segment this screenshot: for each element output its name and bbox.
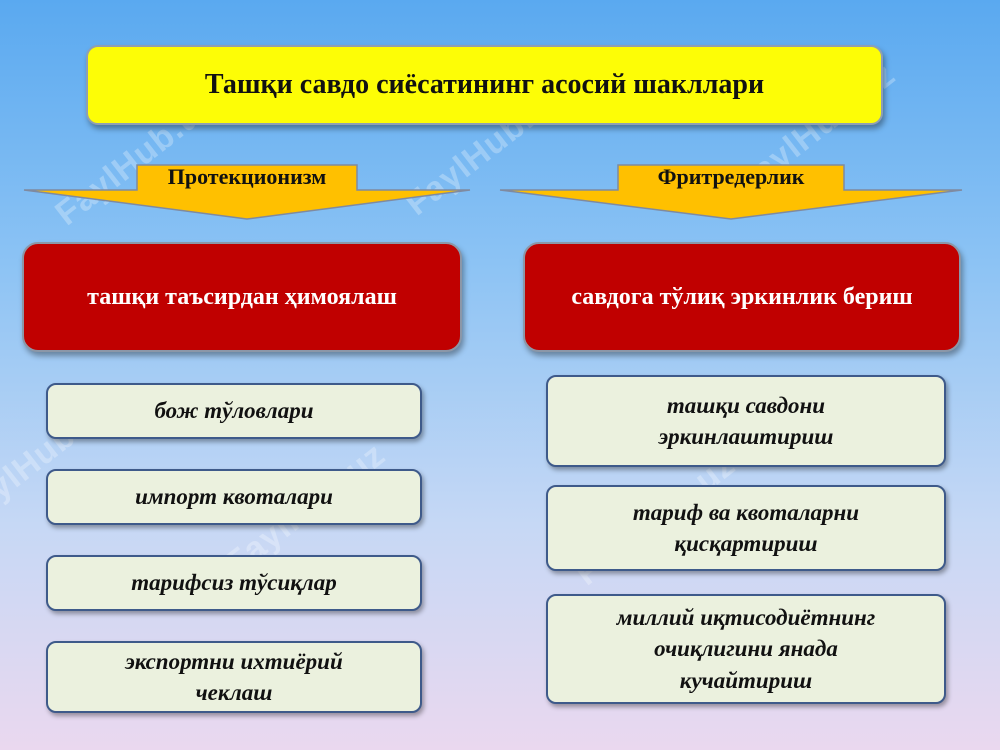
- protectionism-arrow-shape: [23, 164, 471, 220]
- diagram-title: Ташқи савдо сиёсатининг асосий шакллари: [86, 45, 883, 125]
- free-trade-item: миллий иқтисодиётнинг очиқлигини янада к…: [546, 594, 946, 704]
- protectionism-item: тарифсиз тўсиқлар: [46, 555, 422, 611]
- free-trade-item: тариф ва квоталарни қисқартириш: [546, 485, 946, 571]
- free-trade-main-box: савдога тўлиқ эркинлик бериш: [523, 242, 961, 352]
- protectionism-main-box: ташқи таъсирдан ҳимоялаш: [22, 242, 462, 352]
- free-trade-label: Фритредерлик: [657, 164, 805, 189]
- free-trade-item: ташқи савдони эркинлаштириш: [546, 375, 946, 467]
- protectionism-item: экспортни ихтиёрий чеклаш: [46, 641, 422, 713]
- protectionism-label: Протекционизм: [167, 164, 327, 189]
- protectionism-item: импорт квоталари: [46, 469, 422, 525]
- free-trade-arrow-shape: [499, 164, 963, 220]
- protectionism-item: бож тўловлари: [46, 383, 422, 439]
